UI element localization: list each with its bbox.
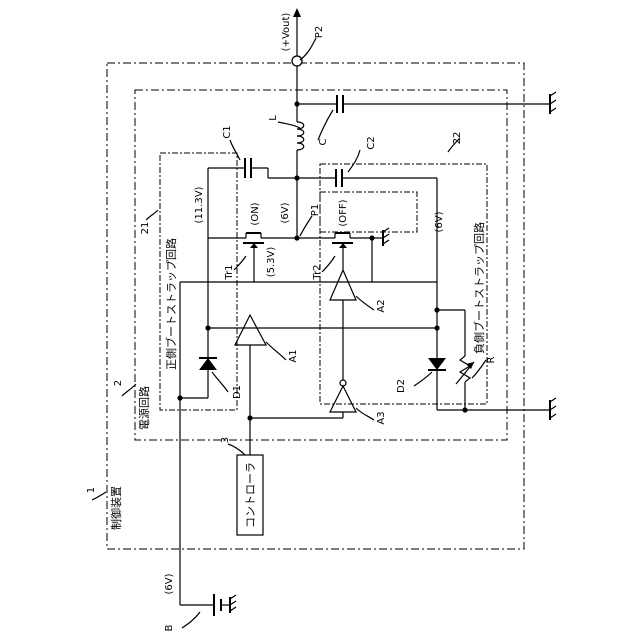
a1-label: A1 (288, 349, 299, 362)
leader-21 (146, 210, 158, 220)
cap-c2-label: C2 (366, 136, 377, 149)
voltage-11-3-label: (11.3V) (194, 186, 205, 223)
ref-1-label: 1 (86, 487, 97, 493)
leader-tr1 (234, 256, 246, 270)
amplifier-a3 (330, 386, 356, 412)
controller-label: コントローラ (244, 462, 257, 528)
ground-tr2-icon (378, 228, 389, 246)
ref-22-label: 22 (452, 132, 463, 145)
leader-a1 (266, 342, 286, 360)
leader-2 (122, 384, 136, 396)
leader-l (278, 122, 300, 128)
power-circuit-label: 電源回路 (137, 386, 151, 430)
ref-3-label: 3 (220, 437, 231, 443)
transistor-tr2 (297, 233, 378, 258)
voltage-on-label: (ON) (250, 202, 261, 225)
junction-r-ground (462, 407, 467, 412)
tr1-label: Tr1 (224, 264, 235, 280)
cap-c1-label: C1 (222, 125, 233, 138)
negative-bootstrap-inner-boundary (320, 192, 417, 232)
voltage-p1-label: (6V) (280, 202, 291, 223)
p2-label: P2 (314, 26, 325, 38)
leader-c1 (230, 140, 240, 160)
p2-terminal (292, 56, 302, 66)
battery-b (180, 594, 230, 616)
leader-c2 (348, 150, 360, 172)
diode-d1 (199, 358, 217, 370)
ground-c-icon (550, 92, 556, 114)
diode-d2 (428, 358, 446, 370)
inductor-label: L (268, 115, 279, 121)
negative-bootstrap-label: 負側ブートストラップ回路 (472, 222, 486, 354)
leader-p1 (300, 216, 312, 236)
leader-b (182, 612, 200, 628)
junction-a1-right (434, 325, 439, 330)
a3-label: A3 (376, 411, 387, 424)
leader-d2 (414, 372, 432, 386)
leader-tr2 (322, 256, 335, 272)
resistor-r (456, 356, 474, 384)
ref-21-label: 21 (140, 222, 151, 235)
vout-label: (+Vout) (281, 13, 292, 52)
b-label: B (164, 624, 175, 631)
leader-c (318, 110, 333, 140)
ref-2-label: 2 (113, 380, 124, 386)
voltage-b-label: (6V) (164, 573, 175, 594)
control-device-label: 制御装置 (109, 486, 123, 530)
vout-arrow (293, 8, 301, 56)
capacitor-c (297, 95, 550, 113)
ground-b-icon (230, 595, 236, 613)
cap-c-label: C (318, 138, 329, 145)
leader-a2 (356, 296, 374, 310)
leader-a3 (356, 408, 374, 420)
leader-3 (228, 444, 245, 455)
leader-d1 (212, 372, 228, 392)
voltage-5-3-label: (5.3V) (266, 247, 277, 278)
leader-p2 (300, 38, 316, 60)
d1-label: D1 (232, 385, 243, 399)
junction-controller (247, 415, 252, 420)
amplifier-a1 (235, 315, 266, 345)
p1-label: P1 (310, 204, 321, 216)
tr2-label: Tr2 (312, 264, 323, 280)
amplifier-a2 (330, 270, 356, 300)
inductor-l (297, 122, 304, 150)
voltage-neg-label: (6V) (434, 211, 445, 232)
positive-bootstrap-label: 正側ブートストラップ回路 (164, 238, 178, 370)
ground-r-icon (550, 398, 556, 420)
voltage-off-label: (OFF) (338, 199, 349, 226)
r-label: R (486, 356, 497, 363)
d2-label: D2 (396, 379, 407, 393)
capacitor-c1 (208, 158, 297, 178)
a2-label: A2 (376, 299, 387, 312)
